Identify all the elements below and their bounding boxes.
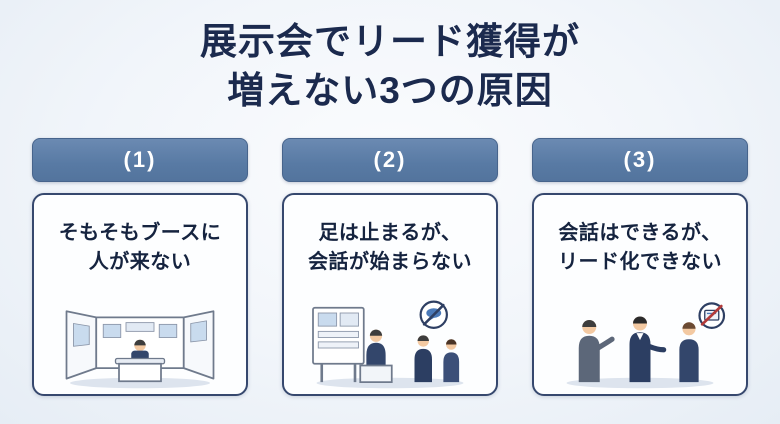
cause-text-1-line1: そもそもブースに bbox=[58, 221, 222, 244]
cause-text-2-line1: 足は止まるが、 bbox=[318, 221, 462, 244]
cause-number-header-2: (2) bbox=[282, 137, 498, 182]
cause-number-label-3: (3) bbox=[623, 146, 657, 172]
cause-number-label-1: (1) bbox=[123, 146, 157, 172]
cause-column-2: (2) 足は止まるが、 会話が始まらない bbox=[282, 137, 498, 396]
page-title-line1: 展示会でリード獲得が bbox=[200, 21, 580, 62]
cause-card-1: そもそもブースに 人が来ない bbox=[32, 192, 248, 396]
cause-number-header-1: (1) bbox=[32, 137, 248, 182]
cause-card-3: 会話はできるが、 リード化できない bbox=[532, 192, 748, 396]
no-lead-card-icon bbox=[698, 301, 726, 329]
no-lead-illustration bbox=[534, 292, 746, 394]
cause-columns: (1) そもそもブースに 人が来ない bbox=[0, 137, 780, 396]
cause-text-1: そもそもブースに 人が来ない bbox=[34, 195, 246, 277]
page-title: 展示会でリード獲得が 増えない3つの原因 bbox=[0, 18, 780, 116]
cause-number-header-3: (3) bbox=[532, 137, 748, 182]
cause-column-3: (3) 会話はできるが、 リード化できない bbox=[532, 137, 748, 396]
cause-text-3-line1: 会話はできるが、 bbox=[558, 221, 722, 244]
empty-booth-svg bbox=[65, 310, 215, 388]
cause-text-2-line2: 会話が始まらない bbox=[308, 250, 472, 273]
empty-booth-illustration bbox=[34, 292, 246, 394]
no-conversation-svg bbox=[312, 300, 464, 388]
cause-number-label-2: (2) bbox=[373, 146, 407, 172]
no-speech-bubble-icon bbox=[419, 300, 448, 329]
cause-text-2: 足は止まるが、 会話が始まらない bbox=[284, 195, 496, 277]
no-lead-svg bbox=[566, 301, 726, 388]
cause-card-2: 足は止まるが、 会話が始まらない bbox=[282, 192, 498, 396]
no-conversation-illustration bbox=[284, 292, 496, 394]
cause-text-3-line2: リード化できない bbox=[558, 250, 722, 273]
cause-text-3: 会話はできるが、 リード化できない bbox=[534, 195, 746, 277]
page-title-line2: 増えない3つの原因 bbox=[227, 69, 553, 111]
cause-column-1: (1) そもそもブースに 人が来ない bbox=[32, 137, 248, 396]
cause-text-1-line2: 人が来ない bbox=[88, 250, 192, 273]
